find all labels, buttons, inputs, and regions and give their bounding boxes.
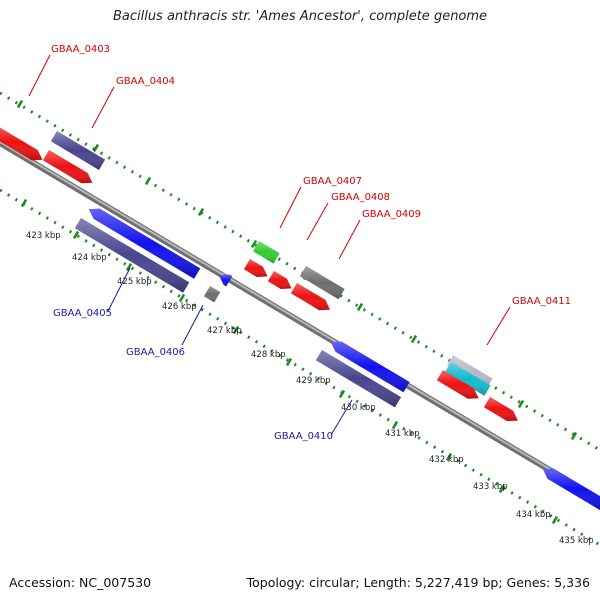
gene-0411-arrow (436, 370, 479, 399)
gene-label-0410: GBAA_0410 (274, 431, 333, 442)
major-tick (16, 99, 24, 109)
gene-0411-cyan-block (444, 362, 491, 396)
major-tick (551, 515, 559, 525)
accession-text: Accession: NC_007530 (9, 575, 152, 590)
scale-label-429: 429 kbp (296, 376, 331, 386)
gene-features (0, 127, 600, 511)
major-tick (20, 198, 28, 208)
callout-line-0407 (279, 186, 302, 229)
gene-0403-block (50, 131, 106, 170)
scale-label-426: 426 kbp (162, 302, 197, 312)
forward-track-dots (0, 91, 600, 452)
gene-label-0403: GBAA_0403 (51, 44, 110, 55)
major-tick (517, 399, 525, 409)
gene-0408-arrow (243, 259, 268, 277)
major-tick (570, 431, 578, 441)
gene-labels: GBAA_0403 GBAA_0404 GBAA_0407 GBAA_0408 … (51, 44, 571, 442)
gene-0409-block (299, 266, 345, 300)
gene-0405-upper-arrow (88, 208, 201, 279)
gene-0409b-arrow (290, 283, 330, 311)
gene-0404-arrow (42, 150, 93, 184)
callout-line-0410 (330, 399, 353, 436)
genome-backbone (0, 139, 600, 504)
map-title: Bacillus anthracis str. 'Ames Ancestor',… (112, 9, 488, 24)
genome-summary-text: Topology: circular; Length: 5,227,419 bp… (246, 575, 590, 590)
gene-0408b-arrow (267, 271, 292, 289)
scale-label-434: 434 kbp (516, 510, 551, 520)
major-tick (144, 176, 152, 186)
gene-0406-block (203, 286, 221, 303)
major-tick (178, 293, 186, 303)
gene-0402-arrow (0, 127, 43, 161)
gene-label-0405: GBAA_0405 (53, 308, 112, 319)
callout-line-0408 (306, 202, 329, 241)
scale-label-431: 431 kbp (385, 429, 420, 439)
major-tick (197, 207, 205, 217)
scale-label-424: 424 kbp (72, 253, 107, 263)
gene-label-0409: GBAA_0409 (362, 209, 421, 220)
gene-small-rev-arrow (218, 274, 233, 287)
callout-line-0409 (338, 219, 361, 260)
major-tick (72, 230, 80, 240)
major-tick (250, 239, 258, 249)
callout-line-0405 (107, 267, 131, 312)
scale-label-430: 430 kbp (341, 403, 376, 413)
gene-label-0406: GBAA_0406 (126, 347, 185, 358)
scale-label-423: 423 kbp (26, 231, 61, 241)
scale-labels: 423 kbp 424 kbp 425 kbp 426 kbp 427 kbp … (26, 231, 594, 546)
major-tick (125, 262, 133, 272)
scale-label-432: 432 kbp (429, 455, 464, 465)
callout-lines (28, 54, 511, 436)
major-tick (338, 389, 346, 399)
major-tick (445, 452, 453, 462)
callout-line-0404 (91, 86, 115, 129)
gene-label-0411: GBAA_0411 (512, 296, 571, 307)
callout-line-0403 (28, 54, 51, 97)
scale-label-435: 435 kbp (559, 536, 594, 546)
gene-0410-upper-arrow (330, 341, 410, 393)
gene-0412-arrow (483, 397, 518, 422)
major-tick (410, 334, 418, 344)
major-tick (498, 484, 506, 494)
reverse-track-dots (0, 188, 600, 547)
major-tick (92, 143, 100, 153)
major-tick (285, 357, 293, 367)
scale-label-427: 427 kbp (207, 326, 242, 336)
major-tick (356, 302, 364, 312)
gene-0405-lower-block (74, 218, 190, 293)
gene-0407-block (252, 241, 280, 264)
major-tick (391, 420, 399, 430)
gene-0413-arrow (542, 468, 600, 511)
gene-label-0404: GBAA_0404 (116, 76, 175, 87)
scale-label-428: 428 kbp (251, 350, 286, 360)
gene-label-0408: GBAA_0408 (331, 192, 390, 203)
callout-line-0411 (486, 306, 511, 346)
gene-label-0407: GBAA_0407 (303, 176, 362, 187)
gene-0410-lower-block (315, 350, 402, 408)
major-tick (232, 325, 240, 335)
scale-label-433: 433 kbp (473, 482, 508, 492)
callout-line-0406 (181, 304, 204, 346)
scale-label-425: 425 kbp (117, 277, 152, 287)
